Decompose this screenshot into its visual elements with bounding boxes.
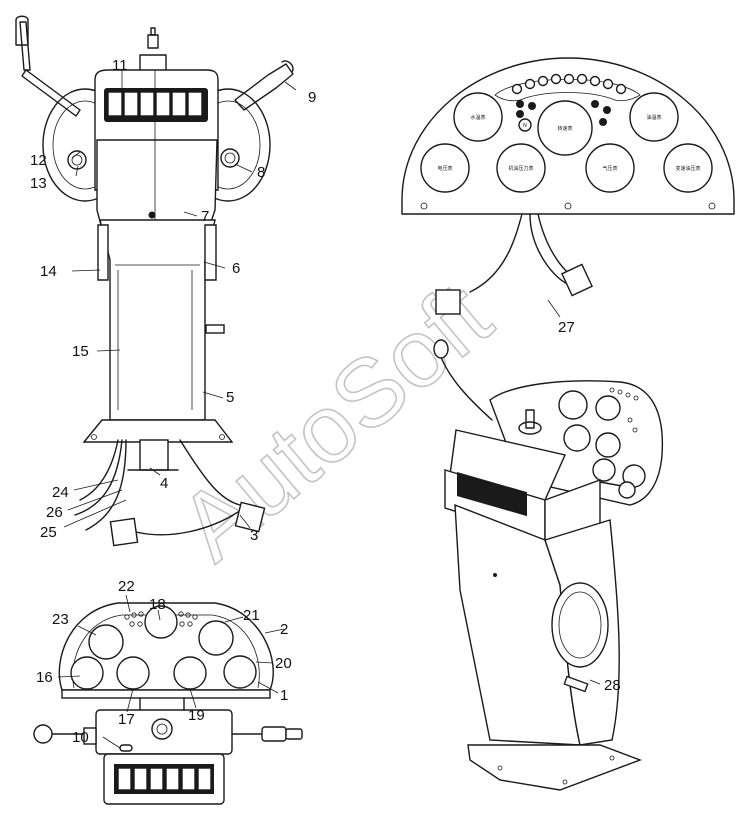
callout-25: 25: [40, 524, 57, 541]
callout-27: 27: [558, 319, 575, 336]
callout-24: 24: [52, 484, 69, 501]
callout-18: 18: [149, 596, 166, 613]
callout-4: 4: [160, 475, 168, 492]
callout-16: 16: [36, 669, 53, 686]
leader-lines: [57, 70, 601, 749]
callout-5: 5: [226, 389, 234, 406]
gauge-voltmeter-label: 电压表: [437, 165, 452, 172]
callout-20: 20: [275, 655, 292, 672]
front-view-console: [15, 15, 294, 547]
callout-1: 1: [280, 687, 288, 704]
top-gauge-23: [88, 624, 124, 660]
callout-22: 22: [118, 578, 135, 595]
callout-28: 28: [604, 677, 621, 694]
callout-21: 21: [243, 607, 260, 624]
gauge-engine-oil-pressure-label: 机油压力表: [508, 165, 533, 172]
gauge-tachometer-label: 转速表: [557, 125, 572, 132]
gauge-water-temp-label: 水温表: [470, 114, 485, 121]
gauge-transmission-oil-pressure: [663, 143, 713, 193]
top-gauge-18: [144, 605, 178, 639]
callout-19: 19: [188, 707, 205, 724]
callout-labels: 11 9 12 13 8 7 6 14 15 5 4 3 24 26 25 27…: [30, 57, 621, 746]
callout-13: 13: [30, 175, 47, 192]
indicator-n-label: N: [523, 123, 527, 129]
gauge-oil-temp-label: 油温表: [646, 114, 661, 121]
top-gauge-21: [198, 620, 234, 656]
callout-12: 12: [30, 152, 47, 169]
callout-15: 15: [72, 343, 89, 360]
callout-9: 9: [308, 89, 316, 106]
gauge-engine-oil-pressure: [496, 143, 546, 193]
top-gauge-19: [173, 656, 207, 690]
callout-14: 14: [40, 263, 57, 280]
gauge-water-temp: [453, 92, 503, 142]
callout-26: 26: [46, 504, 63, 521]
callout-8: 8: [257, 164, 265, 181]
instrument-panel: N 水温表 转速表 油温表 电压表 机油压力表 气压表 变速油压表: [401, 57, 735, 315]
top-gauge-17: [116, 656, 150, 690]
top-gauge-16: [70, 656, 104, 690]
callout-10: 10: [72, 729, 89, 746]
callout-6: 6: [232, 260, 240, 277]
callout-11: 11: [112, 57, 128, 74]
gauge-tachometer: [537, 100, 593, 156]
callout-23: 23: [52, 611, 69, 628]
gauge-air-pressure: [585, 143, 635, 193]
gauge-oil-temp: [629, 92, 679, 142]
gauge-voltmeter: [420, 143, 470, 193]
perspective-view-console: [433, 339, 664, 791]
callout-3: 3: [250, 527, 258, 544]
top-view-console: [33, 602, 303, 805]
callout-2: 2: [280, 621, 288, 638]
top-gauge-20: [223, 655, 257, 689]
callout-17: 17: [118, 711, 135, 728]
gauge-transmission-oil-pressure-label: 变速油压表: [675, 165, 700, 172]
gauge-air-pressure-label: 气压表: [602, 165, 617, 172]
callout-7: 7: [201, 208, 209, 225]
